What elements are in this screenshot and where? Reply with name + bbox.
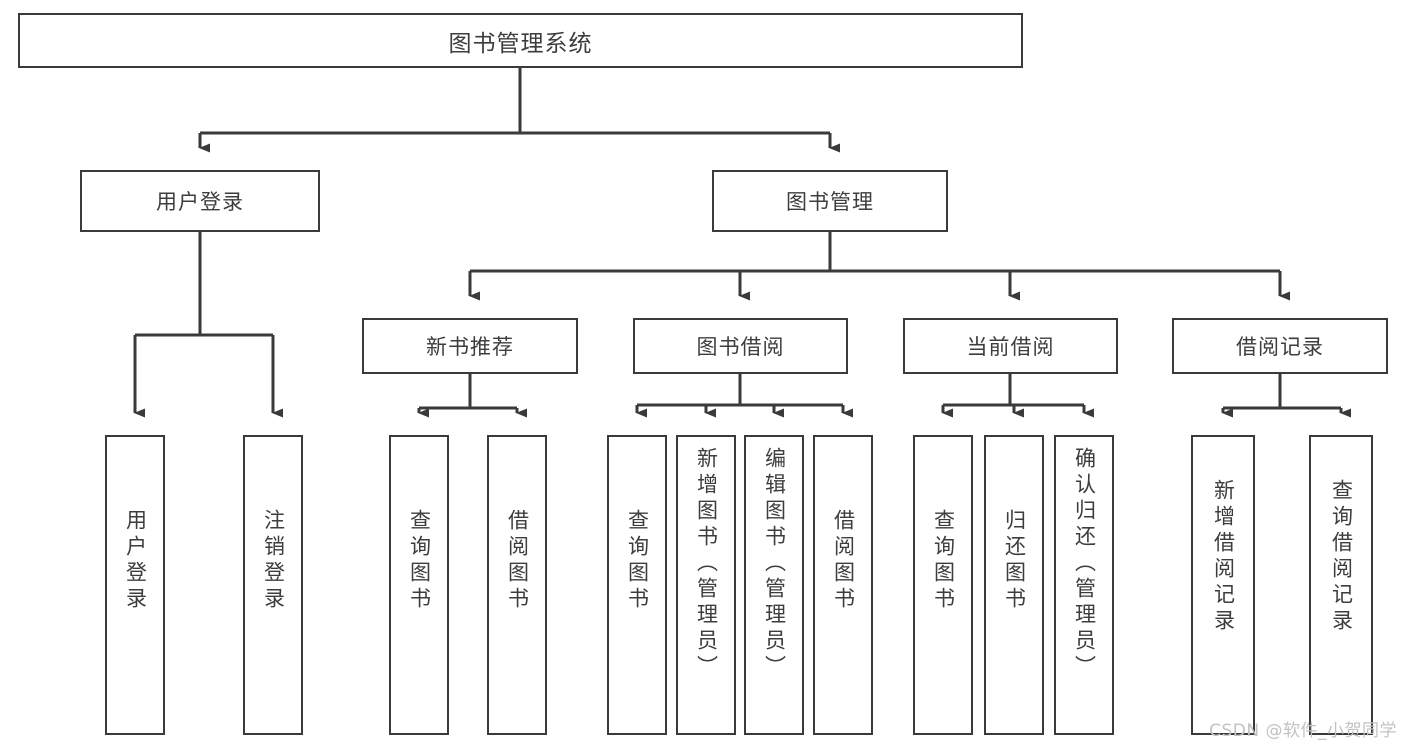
node-new-book-rec-label: 新书推荐	[426, 335, 514, 359]
node-leaf-confirm-return-label: 确认归还（管理员）	[1072, 447, 1097, 681]
node-leaf-return-book-label: 归还图书	[1002, 509, 1027, 613]
node-leaf-borrow-book-2-label: 借阅图书	[831, 509, 856, 613]
node-current-borrow[interactable]: 当前借阅	[903, 318, 1118, 374]
node-borrow-record[interactable]: 借阅记录	[1172, 318, 1388, 374]
node-book-borrow[interactable]: 图书借阅	[633, 318, 848, 374]
node-leaf-query-book-1[interactable]: 查询图书	[389, 435, 449, 735]
node-leaf-add-record[interactable]: 新增借阅记录	[1191, 435, 1255, 735]
node-user-login[interactable]: 用户登录	[80, 170, 320, 232]
node-leaf-add-book-label: 新增图书（管理员）	[694, 447, 719, 681]
node-leaf-borrow-book-1-label: 借阅图书	[505, 509, 530, 613]
node-leaf-query-book-1-label: 查询图书	[407, 509, 432, 613]
node-leaf-user-logout[interactable]: 注销登录	[243, 435, 303, 735]
node-leaf-query-record-label: 查询借阅记录	[1329, 479, 1354, 635]
node-leaf-user-logout-label: 注销登录	[261, 509, 286, 613]
node-leaf-add-record-label: 新增借阅记录	[1211, 479, 1236, 635]
node-book-manage-label: 图书管理	[786, 190, 874, 214]
node-leaf-borrow-book-2[interactable]: 借阅图书	[813, 435, 873, 735]
node-leaf-borrow-book-1[interactable]: 借阅图书	[487, 435, 547, 735]
node-leaf-edit-book[interactable]: 编辑图书（管理员）	[744, 435, 804, 735]
node-leaf-query-book-3[interactable]: 查询图书	[913, 435, 973, 735]
node-leaf-edit-book-label: 编辑图书（管理员）	[762, 447, 787, 681]
node-current-borrow-label: 当前借阅	[966, 335, 1055, 359]
node-root-label: 图书管理系统	[448, 30, 593, 57]
csdn-watermark: CSDN @软件_小贺同学	[1209, 721, 1397, 741]
node-leaf-query-book-2-label: 查询图书	[625, 509, 650, 613]
node-leaf-user-login[interactable]: 用户登录	[105, 435, 165, 735]
node-leaf-return-book[interactable]: 归还图书	[984, 435, 1044, 735]
node-leaf-user-login-label: 用户登录	[123, 509, 148, 613]
node-book-manage[interactable]: 图书管理	[712, 170, 948, 232]
node-root[interactable]: 图书管理系统	[18, 13, 1023, 68]
node-leaf-query-book-3-label: 查询图书	[931, 509, 956, 613]
node-leaf-add-book[interactable]: 新增图书（管理员）	[676, 435, 736, 735]
node-leaf-query-record[interactable]: 查询借阅记录	[1309, 435, 1373, 735]
node-borrow-record-label: 借阅记录	[1236, 335, 1324, 359]
node-new-book-rec[interactable]: 新书推荐	[362, 318, 578, 374]
node-book-borrow-label: 图书借阅	[696, 335, 785, 359]
node-leaf-confirm-return[interactable]: 确认归还（管理员）	[1054, 435, 1114, 735]
node-leaf-query-book-2[interactable]: 查询图书	[607, 435, 667, 735]
node-user-login-label: 用户登录	[156, 190, 244, 214]
